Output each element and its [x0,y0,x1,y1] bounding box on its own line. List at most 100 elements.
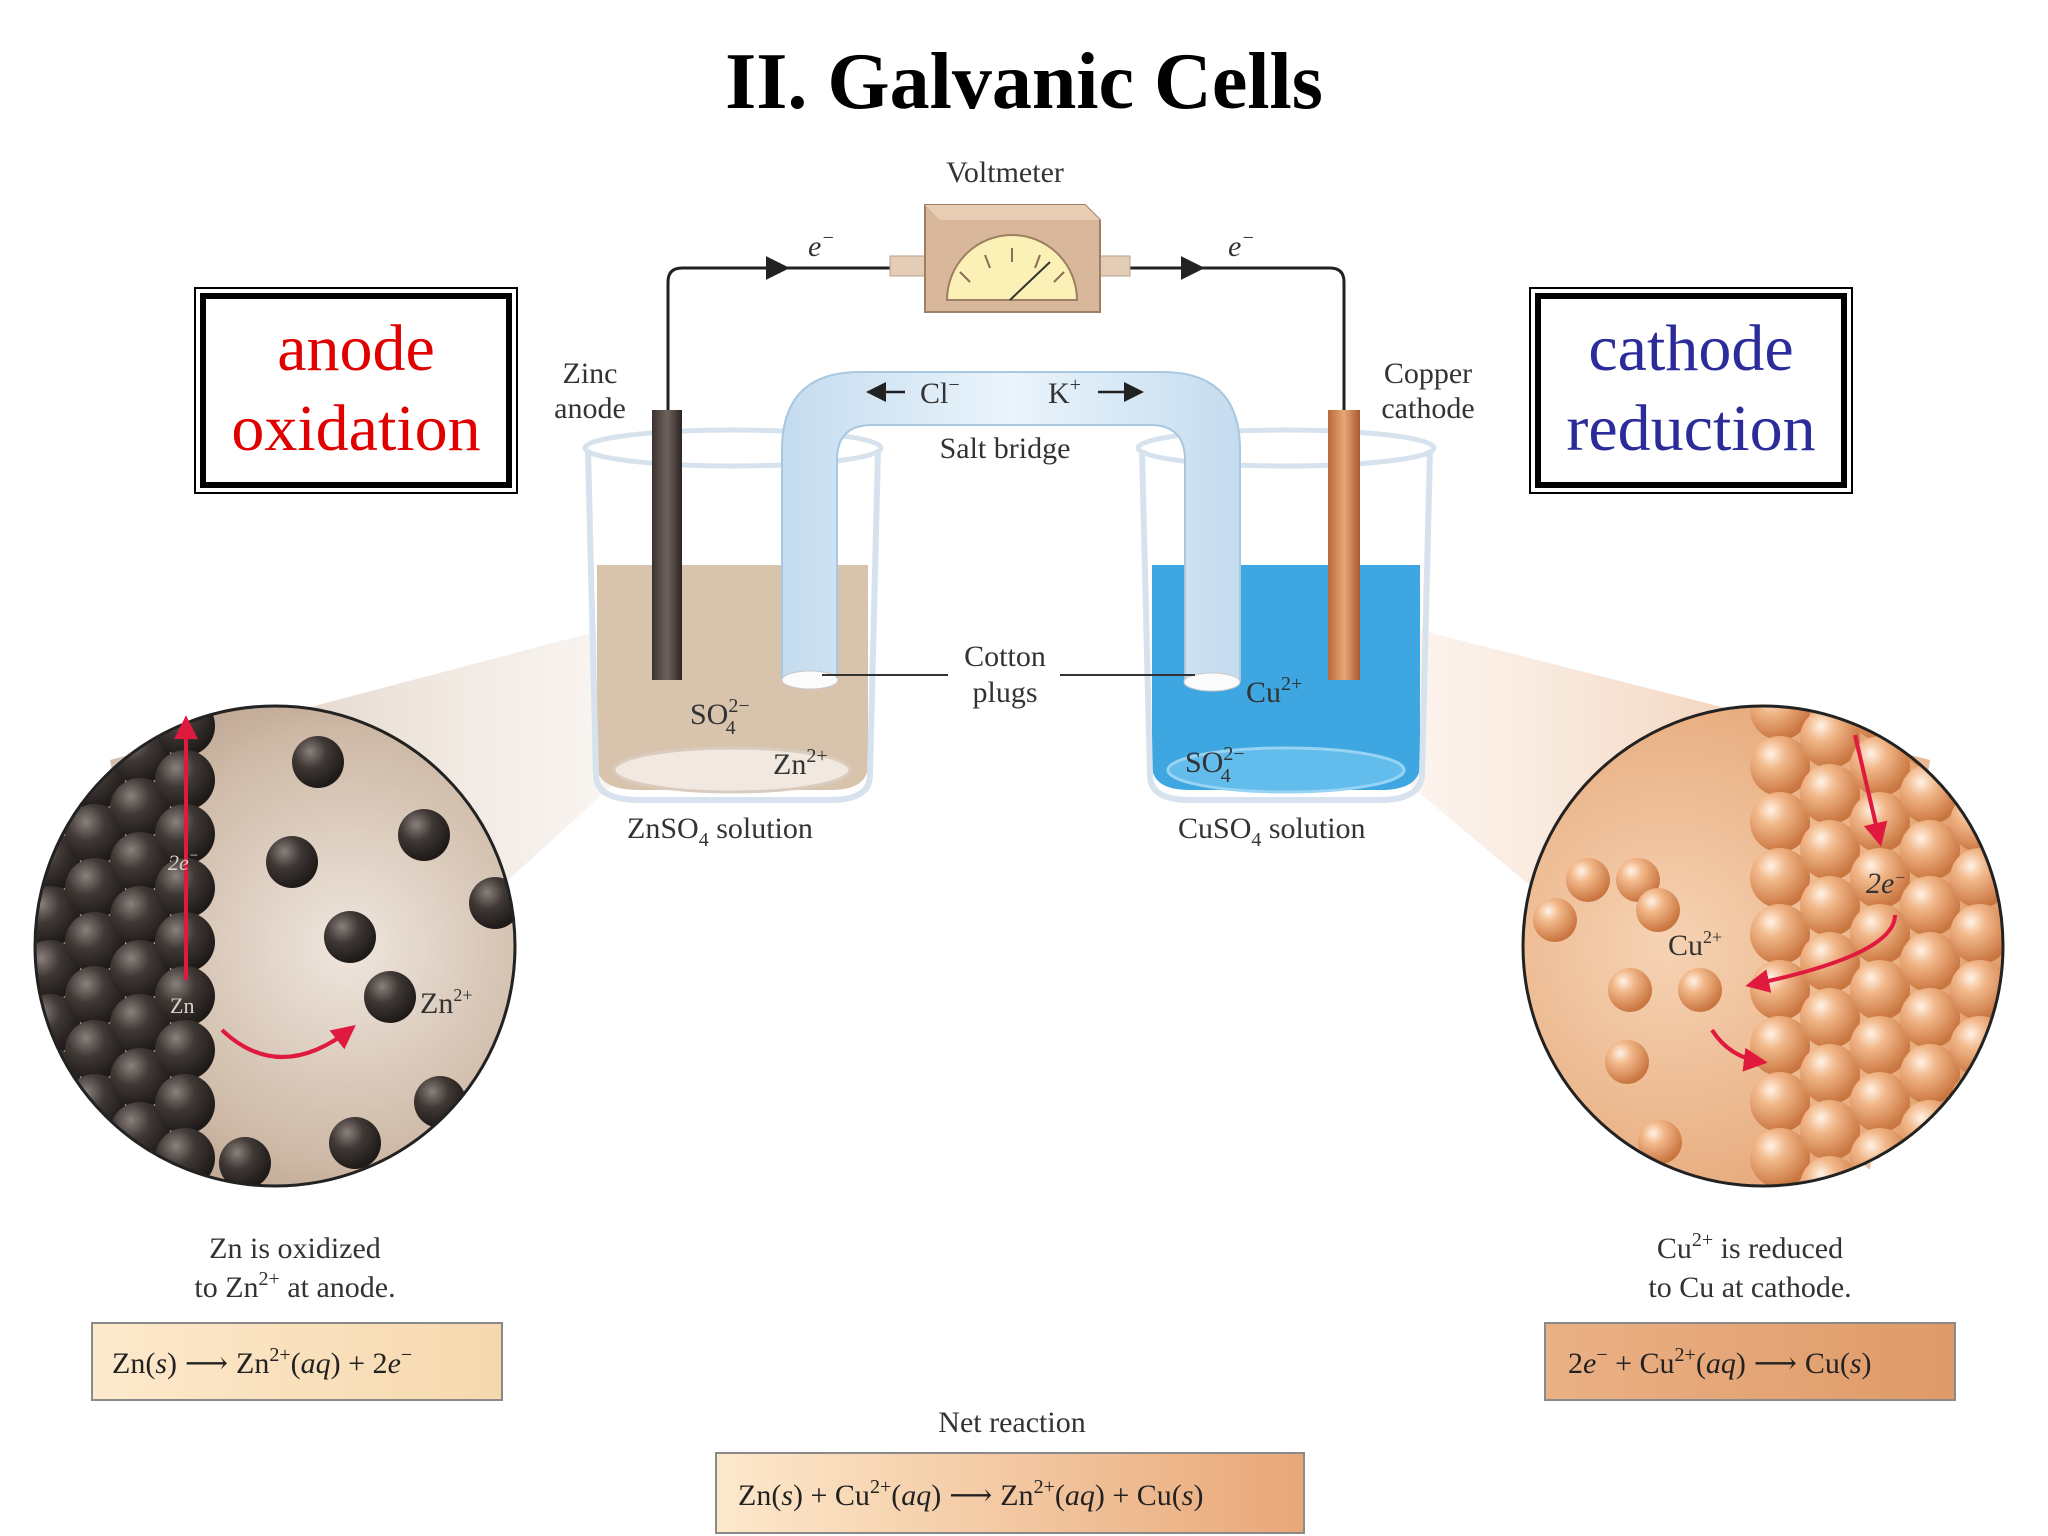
zinc-ion [324,911,376,963]
zinc-ion [219,1137,271,1186]
left-zinc-atom-label: Zn [170,993,194,1018]
net-reaction-label: Net reaction [938,1406,1085,1439]
reduction-label: reduction [1566,392,1815,465]
zinc-atom [155,1020,215,1080]
copper-atom [1950,1128,2003,1186]
left-electrons-label: 2e− [168,848,199,875]
anode-caption-line-2: to Zn2+ at anode. [194,1268,395,1304]
anode-oxidation-box: anode oxidation [194,287,518,494]
copper-atom [1850,960,1910,1020]
net-reaction-box [715,1452,1305,1534]
copper-atom [1750,848,1810,908]
copper-atom [1800,988,1860,1048]
zinc-ion [364,971,416,1023]
external-circuit [666,256,1346,410]
zinc-sulfate-solution-label: ZnSO4 solution [627,812,813,851]
left-sulfate-label: SO2−4 [690,695,750,739]
voltmeter-label: Voltmeter [946,156,1064,189]
zinc-atom [110,886,170,946]
cathode-reduction-box: cathode reduction [1529,287,1853,494]
cathode-caption-line-1: Cu2+ is reduced [1657,1229,1843,1265]
copper-cathode-label-2: cathode [1381,392,1474,425]
left-zinc-ion-zoom-label: Zn2+ [420,985,472,1020]
copper-beaker [1135,427,1437,803]
copper-atom [1950,736,2003,796]
right-sulfate-label: SO2−4 [1185,743,1245,787]
voltmeter [889,204,1131,313]
copper-ion [1638,1120,1682,1164]
zinc-atom [155,966,215,1026]
anode-zoom-view [33,704,517,1188]
copper-atom [1750,1072,1810,1132]
oxidation-label: oxidation [231,392,480,465]
page-title: II. Galvanic Cells [725,38,1323,126]
anode-label: anode [277,312,435,385]
electron-flow-right-label: e− [1228,227,1255,263]
zinc-atom [65,804,125,864]
copper-atom [1900,1044,1960,1104]
copper-atom [1900,820,1960,880]
anode-equation-box [91,1322,503,1401]
copper-ion [1678,968,1722,1012]
cathode-equation-box [1544,1322,1956,1401]
right-copper-ion-zoom-label: Cu2+ [1668,927,1722,962]
zinc-atom [35,1102,80,1162]
cathode-caption-line-2: to Cu at cathode. [1648,1271,1851,1304]
salt-bridge-label: Salt bridge [940,432,1071,465]
zinc-atom [65,912,125,972]
zinc-atom [65,706,125,756]
zinc-ion [329,1117,381,1169]
potassium-ion-label: K+ [1048,374,1081,410]
copper-atom [1750,736,1810,796]
salt-bridge [781,371,1241,681]
anode-equation: Zn(s)⟶Zn2+(aq) + 2e− [112,1344,412,1380]
copper-atom [1900,988,1960,1048]
zinc-atom [110,778,170,838]
zinc-atom [35,706,80,730]
copper-sulfate-solution-label: CuSO4 solution [1178,812,1366,851]
anode-caption-line-1: Zn is oxidized [209,1232,381,1265]
left-cotton-plug [781,670,839,690]
copper-atom [1800,764,1860,824]
copper-atom [1900,1156,1960,1186]
copper-atom [1850,848,1910,908]
zinc-atom [35,1156,80,1186]
cotton-plugs-label-2: plugs [972,676,1037,709]
copper-atom [1750,706,1810,740]
zinc-atom [65,858,125,918]
zinc-ion [266,836,318,888]
copper-atom [1800,1100,1860,1160]
copper-atom [1800,820,1860,880]
zinc-electrode [652,410,682,680]
copper-atom [1950,904,2003,964]
copper-atom [1950,706,2003,740]
zinc-ion [398,809,450,861]
zinc-atom [65,1128,125,1186]
copper-atom [1900,876,1960,936]
copper-atom [1850,1072,1910,1132]
zinc-atom [110,832,170,892]
zinc-ion [292,736,344,788]
copper-ion [1608,968,1652,1012]
copper-atom [1750,792,1810,852]
zinc-atom [155,1074,215,1134]
zinc-atom [65,1020,125,1080]
copper-atom [1900,1100,1960,1160]
copper-ion [1533,898,1577,942]
electron-flow-left-label: e− [808,227,835,263]
copper-atom [1950,848,2003,908]
zinc-atom [110,1156,170,1186]
net-reaction-equation: Zn(s) + Cu2+(aq)⟶Zn2+(aq) + Cu(s) [738,1476,1203,1512]
cathode-equation: 2e− + Cu2+(aq)⟶Cu(s) [1568,1344,1872,1380]
copper-atom [1800,932,1860,992]
copper-atom [1950,1072,2003,1132]
zinc-atom [35,886,80,946]
copper-cathode-label-1: Copper [1384,357,1472,390]
zinc-atom [35,994,80,1054]
copper-atom [1900,932,1960,992]
copper-ion [1636,888,1680,932]
chloride-ion-label: Cl− [920,374,960,410]
zinc-atom [35,940,80,1000]
copper-ion [1566,858,1610,902]
